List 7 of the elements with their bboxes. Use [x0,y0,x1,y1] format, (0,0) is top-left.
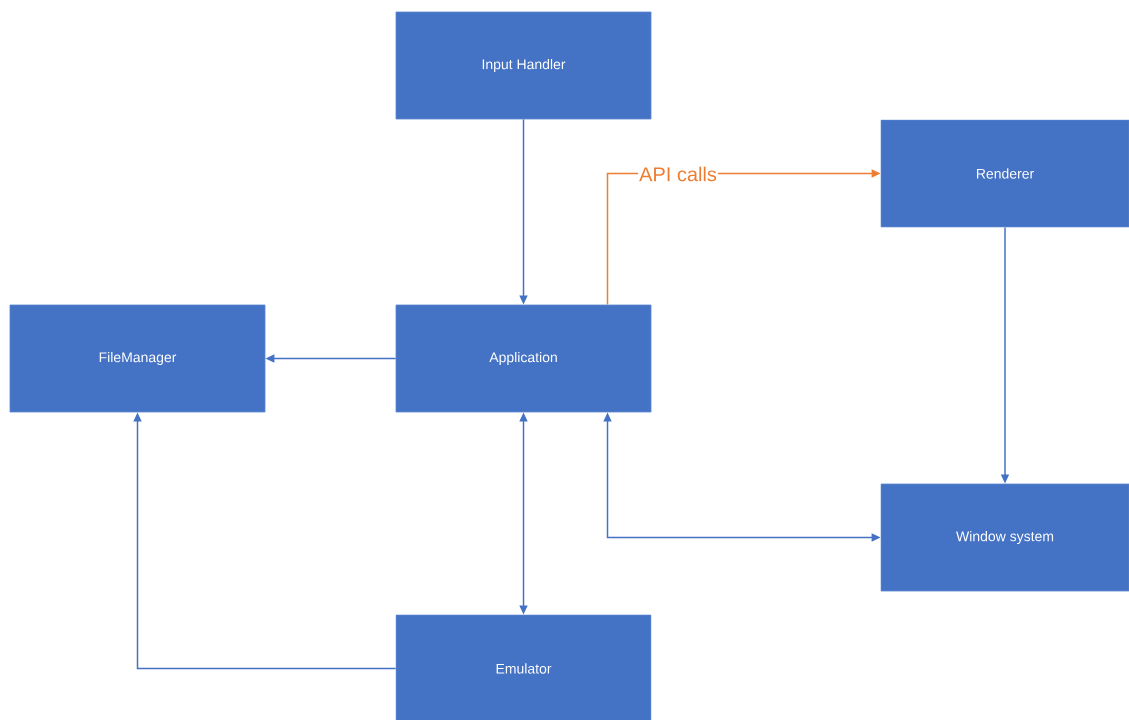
process-box: FileManager [9,304,266,413]
process-box: Emulator [395,614,652,720]
edge-label: API calls [638,165,718,183]
process-box: Renderer [880,119,1129,228]
process-box: Application [395,304,652,413]
process-box: Window system [880,483,1129,592]
process-box: Input Handler [395,11,652,120]
